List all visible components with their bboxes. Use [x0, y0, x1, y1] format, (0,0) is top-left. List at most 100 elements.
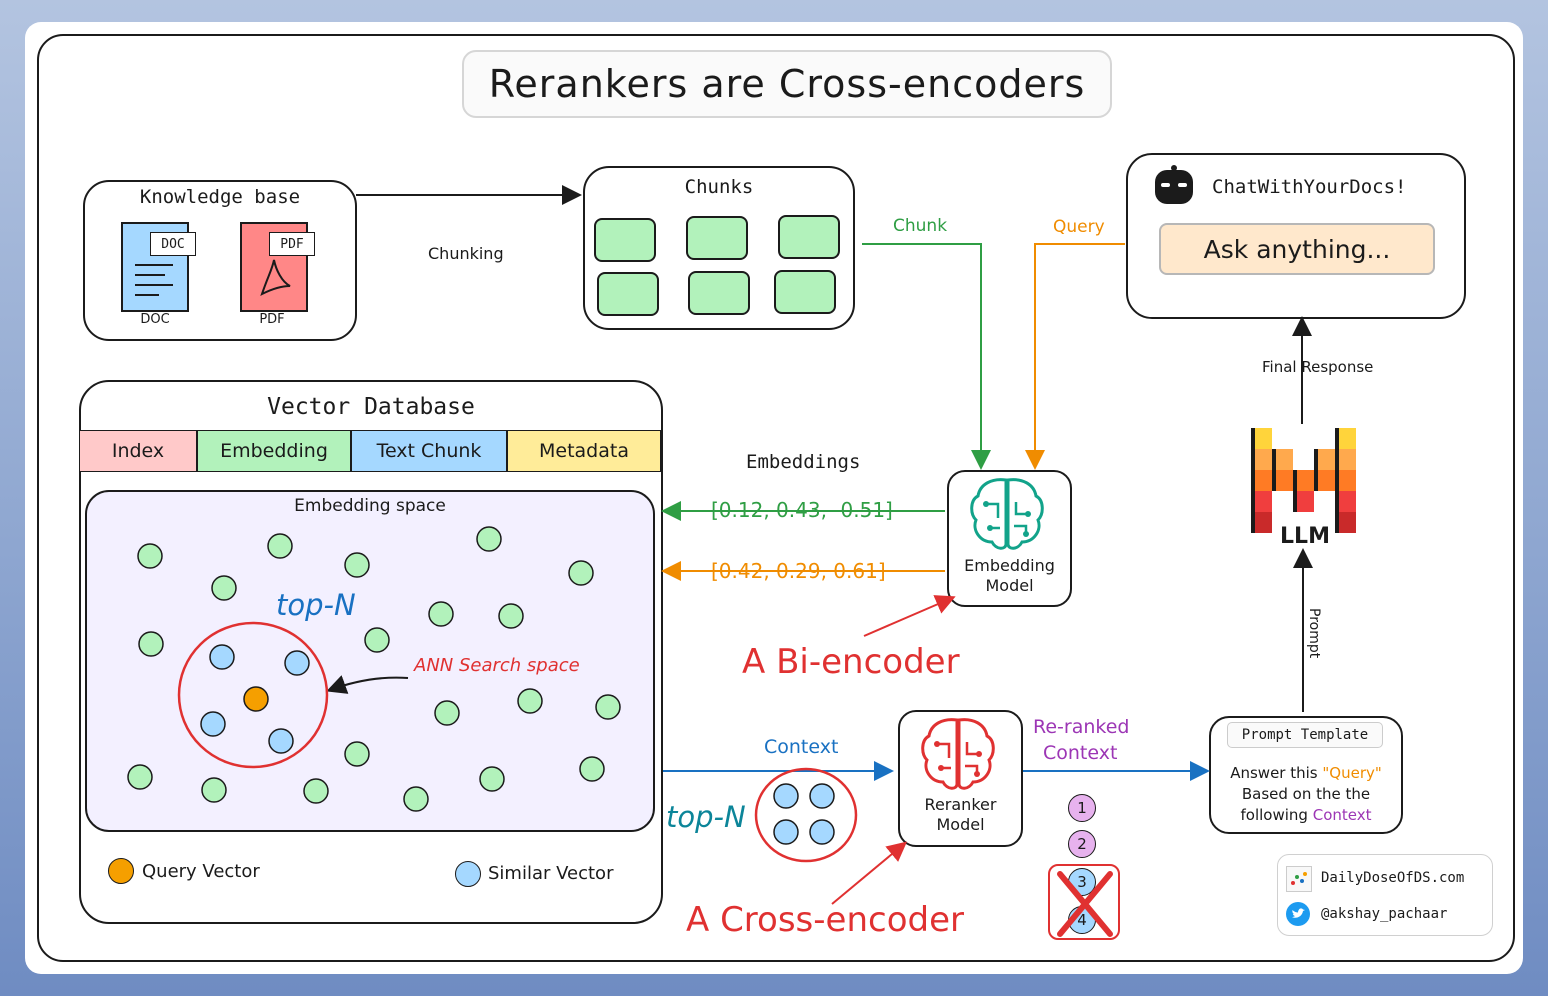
llm-logo-pixel — [1251, 449, 1272, 470]
pdf-tag: PDF — [269, 232, 315, 256]
embedding-vector-dot — [211, 575, 237, 601]
prompt-line-1-query: "Query" — [1322, 764, 1382, 782]
embedding-vector-dot — [403, 786, 429, 812]
chunk-tile — [774, 270, 836, 314]
llm-logo-pixel — [1272, 470, 1293, 491]
reranked-label-line2: Context — [1043, 742, 1118, 764]
embedding-vector-dot — [267, 533, 293, 559]
llm-logo-pixel — [1251, 512, 1272, 533]
embedding-vector-dot — [479, 766, 505, 792]
column-text-chunk: Text Chunk — [351, 430, 507, 472]
reranker-label-line2: Model — [936, 815, 985, 834]
embedding-vector-dot — [344, 552, 370, 578]
prompt-line-3: following Context — [1209, 806, 1403, 824]
cross-encoder-label: A Cross-encoder — [686, 900, 964, 940]
ann-search-label: ANN Search space — [414, 655, 580, 676]
context-vector-dot — [773, 783, 799, 809]
ask-anything-input[interactable]: Ask anything... — [1159, 223, 1435, 275]
chunk-arrow-label: Chunk — [893, 216, 948, 236]
credits-card — [1277, 854, 1493, 936]
llm-logo-pixel — [1314, 449, 1335, 470]
embedding-model-label-line2: Model — [985, 576, 1034, 595]
credits-site[interactable]: DailyDoseOfDS.com — [1321, 870, 1465, 886]
top-n-label: top-N — [276, 588, 356, 622]
chunks-label: Chunks — [684, 176, 754, 198]
chunk-tile — [597, 272, 659, 316]
llm-logo-pixel — [1335, 449, 1356, 470]
prompt-line-1: Answer this "Query" — [1209, 764, 1403, 782]
prompt-line-3-prefix: following — [1240, 806, 1313, 824]
column-embedding: Embedding — [197, 430, 351, 472]
query-vector-dot — [108, 858, 134, 884]
doc-tag: DOC — [150, 232, 196, 256]
pdf-caption: PDF — [259, 312, 285, 327]
embedding-vector-dot — [434, 700, 460, 726]
discard-x-icon — [1048, 864, 1120, 940]
similar-vector-label: Similar Vector — [488, 863, 614, 884]
prompt-line-3-context: Context — [1312, 806, 1372, 824]
llm-logo-pixel — [1272, 449, 1293, 470]
column-metadata: Metadata — [507, 430, 661, 472]
llm-logo-pixel — [1293, 491, 1314, 512]
doc-caption: DOC — [140, 312, 170, 327]
embedding-vector-dot — [579, 756, 605, 782]
context-vector-dot — [809, 783, 835, 809]
cross-encoder-pointer — [831, 841, 908, 905]
llm-logo-pixel — [1335, 470, 1356, 491]
top-n-context-label: top-N — [666, 800, 746, 834]
final-response-label: Final Response — [1262, 358, 1374, 376]
rank-2: 2 — [1068, 830, 1096, 858]
discarded-box — [1048, 864, 1120, 940]
embedding-vector-dot — [568, 560, 594, 586]
embedding-vector-dot — [498, 603, 524, 629]
column-index: Index — [79, 430, 197, 472]
scatter-logo-icon — [1286, 866, 1312, 892]
chunk-tile — [686, 216, 748, 260]
context-vector-dot — [773, 819, 799, 845]
reranker-brain-icon — [917, 714, 999, 794]
chunk-tile — [778, 215, 840, 259]
context-label: Context — [764, 736, 839, 758]
embedding-vector-dot — [138, 631, 164, 657]
embedding-vector-dot — [201, 777, 227, 803]
embedding-vector-dot — [595, 694, 621, 720]
ann-pointer-arrow — [326, 675, 409, 694]
query-vector-label: Query Vector — [142, 861, 260, 882]
llm-logo-pixel — [1335, 512, 1356, 533]
chat-title: ChatWithYourDocs! — [1212, 176, 1407, 198]
llm-logo-pixel — [1293, 470, 1314, 491]
embedding-vector-dot — [303, 778, 329, 804]
bi-encoder-pointer — [863, 595, 956, 637]
llm-logo-pixel — [1335, 491, 1356, 512]
diagram-title: Rerankers are Cross-encoders — [462, 50, 1112, 118]
reranked-label-line1: Re-ranked — [1033, 716, 1130, 738]
llm-logo-pixel — [1251, 491, 1272, 512]
similar-vector-dot — [284, 650, 310, 676]
brain-circuit-icon — [966, 474, 1048, 554]
embedding-vector-dot — [344, 741, 370, 767]
llm-logo-pixel — [1335, 428, 1356, 449]
credits-handle[interactable]: @akshay_pachaar — [1321, 906, 1448, 922]
chunk-tile — [688, 271, 750, 315]
bi-encoder-label: A Bi-encoder — [742, 642, 960, 682]
prompt-line-2: Based on the the — [1241, 785, 1371, 803]
twitter-icon — [1286, 902, 1310, 926]
embedding-model-label-line1: Embedding — [964, 556, 1055, 575]
query-arrow-label: Query — [1053, 217, 1105, 237]
chunk-to-embedding-arrow — [862, 243, 991, 470]
embedding-vector-dot — [364, 627, 390, 653]
llm-logo-pixel — [1251, 428, 1272, 449]
embedding-vector-dot — [476, 526, 502, 552]
llm-logo-pixel — [1251, 470, 1272, 491]
vector-database-title: Vector Database — [267, 394, 475, 420]
context-vector-dot — [809, 819, 835, 845]
similar-vector-dot — [268, 728, 294, 754]
llm-logo-pixel — [1314, 470, 1335, 491]
similar-vector-dot — [200, 711, 226, 737]
embeddings-label: Embeddings — [746, 451, 861, 473]
chunking-label: Chunking — [428, 244, 504, 263]
embedding-vector-dot — [517, 688, 543, 714]
embedding-space — [85, 490, 655, 832]
prompt-template-title: Prompt Template — [1227, 722, 1383, 748]
